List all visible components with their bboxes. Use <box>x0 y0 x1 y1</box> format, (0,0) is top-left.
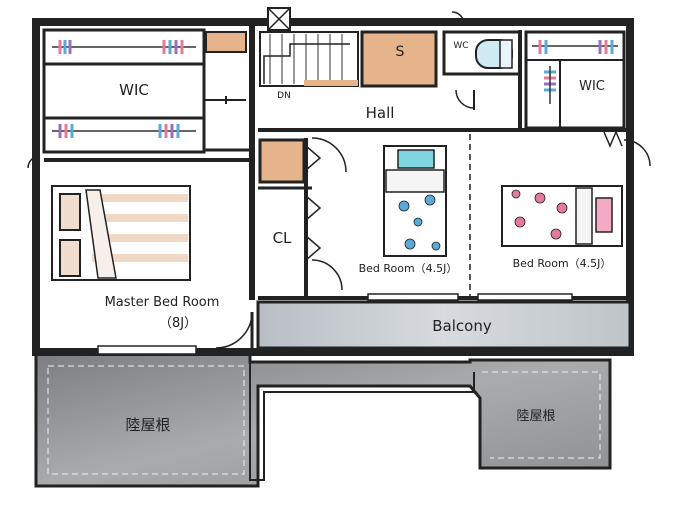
storage-room <box>360 30 438 88</box>
label-roof-left: 陸屋根 <box>125 416 170 434</box>
label-wic-right: WIC <box>579 79 605 94</box>
label-wic-left: WIC <box>119 81 149 99</box>
label-wc: WC <box>453 41 468 51</box>
balcony-area <box>256 300 632 350</box>
label-roof-right: 陸屋根 <box>516 408 555 424</box>
wc-room <box>442 30 522 76</box>
bed-center <box>383 145 447 257</box>
bed-right <box>501 185 623 247</box>
label-closet: CL <box>273 229 292 247</box>
label-bedroom-center: Bed Room（4.5J） <box>359 262 458 275</box>
master-bed <box>51 185 191 281</box>
roof-area <box>34 350 612 488</box>
label-bedroom-right: Bed Room（4.5J） <box>513 257 612 270</box>
stairs <box>259 31 359 87</box>
label-balcony: Balcony <box>432 317 492 335</box>
label-master-size: （8J） <box>159 316 197 331</box>
label-hall: Hall <box>366 104 395 122</box>
label-master-bedroom: Master Bed Room <box>105 295 220 310</box>
label-down: DN <box>277 91 291 101</box>
label-storage: S <box>396 44 405 60</box>
wic-right <box>524 30 626 130</box>
small-storage-left <box>205 31 247 53</box>
closet-area <box>258 138 322 296</box>
wic-left <box>42 28 206 154</box>
